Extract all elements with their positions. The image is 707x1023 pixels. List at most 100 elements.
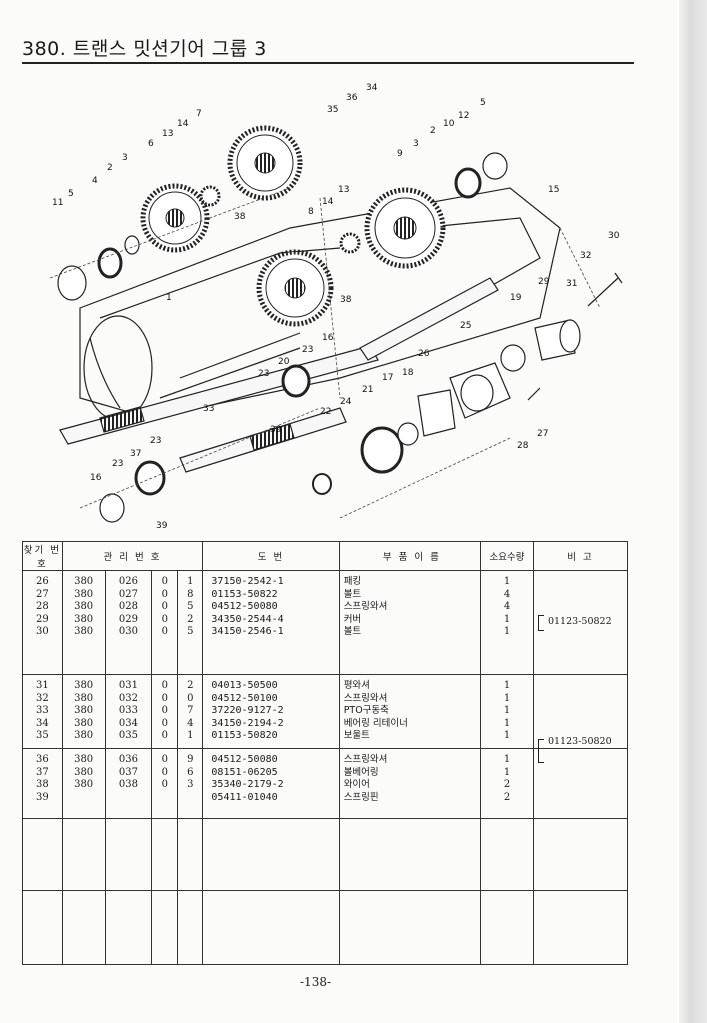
callout-21: 21 xyxy=(362,385,373,395)
remark-text: 01123-50822 xyxy=(547,616,612,627)
mgmt-a: 380 xyxy=(74,613,94,625)
quantity: 4 xyxy=(503,601,511,612)
mgmt-a: 380 xyxy=(74,717,94,729)
quantity: 1 xyxy=(503,754,511,765)
row-index: 36 xyxy=(35,754,49,765)
pto-shaft xyxy=(179,277,499,473)
part-name: 스프링와셔 xyxy=(343,692,388,704)
mgmt-c: 0 xyxy=(161,730,168,741)
empty-cell xyxy=(480,818,534,891)
callout-26: 26 xyxy=(418,349,430,359)
mgmt-a: 380 xyxy=(74,680,94,691)
bearing-retainer xyxy=(417,362,511,437)
part-number: 05411-01040 xyxy=(211,791,278,803)
quantity: 1 xyxy=(503,692,511,704)
mgmt-d: 1 xyxy=(187,576,194,587)
quantity: 1 xyxy=(503,705,511,716)
part-name: 와이어 xyxy=(343,779,370,790)
mgmt-d: 7 xyxy=(187,705,194,716)
callout-11: 11 xyxy=(52,198,63,208)
mgmt-c: 0 xyxy=(161,754,168,765)
quantity: 1 xyxy=(503,613,511,625)
part-name: 패킹 xyxy=(343,576,362,587)
part-number: 35340-2179-2 xyxy=(211,779,284,790)
header-name: 부 품 이 름 xyxy=(338,541,482,571)
callout-13a: 13 xyxy=(162,129,173,139)
mgmt-a: 380 xyxy=(74,705,94,716)
row-index: 30 xyxy=(35,626,49,637)
empty-row-group xyxy=(22,818,629,891)
mgmt-b: 032 xyxy=(118,692,138,704)
row-index: 33 xyxy=(35,705,49,716)
callout-27: 27 xyxy=(537,429,548,439)
part-number: 01153-50822 xyxy=(211,588,278,600)
callout-12: 12 xyxy=(458,111,469,121)
mgmt-b: 030 xyxy=(118,626,138,637)
quantity: 1 xyxy=(503,626,511,637)
mgmt-a: 380 xyxy=(74,766,94,778)
mgmt-a: 380 xyxy=(74,601,94,612)
callout-14b: 14 xyxy=(322,197,334,207)
mgmt-b: 028 xyxy=(118,601,138,612)
mgmt-c: 0 xyxy=(161,717,168,729)
header-index: 찾기 번호 xyxy=(22,541,63,571)
mgmt-c xyxy=(152,792,177,805)
part-name: 스프링핀 xyxy=(343,791,379,803)
row-index: 28 xyxy=(35,601,49,612)
part-number: 34150-2194-2 xyxy=(211,717,284,729)
callout-23a: 23 xyxy=(302,345,313,355)
page-edge-shadow xyxy=(679,0,707,1023)
mgmt-c: 0 xyxy=(161,779,168,790)
gear-7 xyxy=(227,125,303,201)
callout-14a: 14 xyxy=(177,119,189,129)
quantity: 1 xyxy=(503,730,511,741)
mgmt-d: 8 xyxy=(187,588,194,600)
callout-23d: 23 xyxy=(112,459,123,469)
mgmt-b: 031 xyxy=(118,680,138,691)
small-gear-13 xyxy=(199,185,361,254)
mgmt-d: 4 xyxy=(187,717,194,729)
callout-15: 15 xyxy=(548,185,559,195)
callout-3a: 3 xyxy=(122,153,128,163)
page-number: -138- xyxy=(300,975,332,989)
callout-4: 4 xyxy=(92,176,98,186)
empty-cell xyxy=(104,890,153,965)
mgmt-b: 037 xyxy=(118,766,138,778)
bearings xyxy=(57,152,526,523)
mgmt-d: 1 xyxy=(187,730,194,741)
mgmt-d: 6 xyxy=(187,766,194,778)
part-name: 스프링와셔 xyxy=(343,754,388,765)
callout-38b: 38 xyxy=(340,295,352,305)
row-index: 35 xyxy=(35,730,49,741)
callout-5b: 5 xyxy=(480,98,486,108)
callout-16a: 16 xyxy=(322,333,334,343)
mgmt-c: 0 xyxy=(161,588,168,600)
empty-cell xyxy=(338,818,482,891)
callout-36: 36 xyxy=(346,93,358,103)
transmission-housing xyxy=(79,187,561,421)
empty-cell xyxy=(177,890,204,965)
part-number: 34350-2544-4 xyxy=(211,613,284,625)
part-number: 01153-50820 xyxy=(211,730,278,741)
callout-5a: 5 xyxy=(68,189,74,199)
header-remarks: 비 고 xyxy=(532,541,629,571)
mgmt-a: 380 xyxy=(74,588,94,600)
quantity: 4 xyxy=(503,588,511,600)
part-name: 베어링 리테이너 xyxy=(343,717,408,729)
mgmt-a: 380 xyxy=(74,779,94,790)
mgmt-b: 034 xyxy=(118,717,138,729)
empty-cell xyxy=(532,890,629,965)
part-number: 04013-50500 xyxy=(211,680,278,691)
